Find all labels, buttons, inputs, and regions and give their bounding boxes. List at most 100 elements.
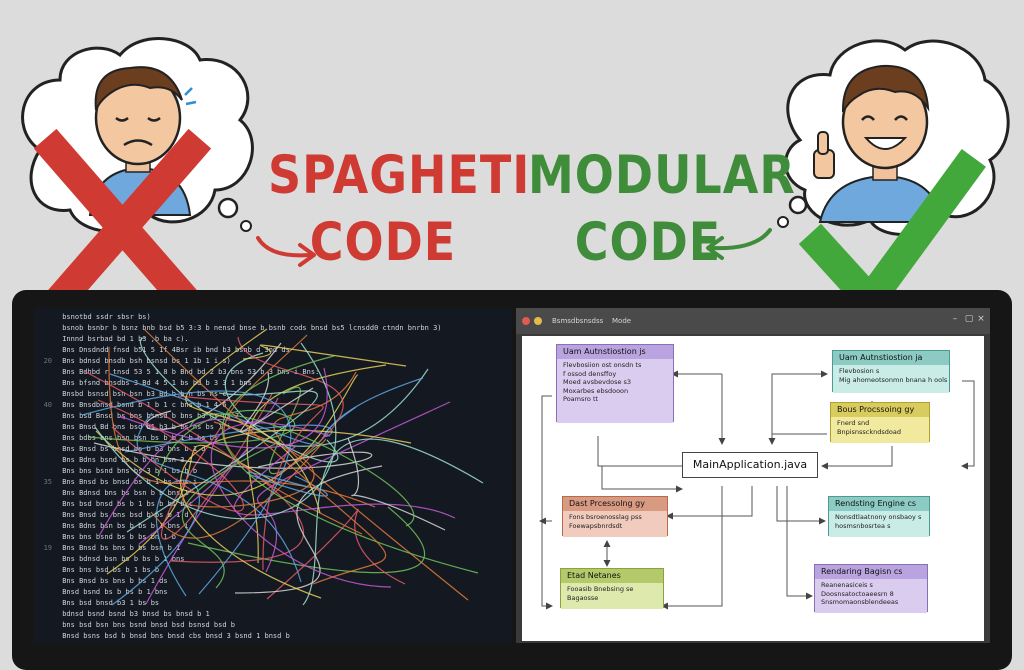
module-rendaring-bagisn[interactable]: Rendaring Bagisn cs Reanenasiceis s Doos… <box>814 564 928 613</box>
code-text: Bnsbd bsnsd bsn bsn b3 Bd b b n bs ns c <box>58 390 227 398</box>
tangle-strand <box>111 479 201 606</box>
modular-code-title: MODULAR CODE <box>528 141 796 274</box>
line-number: 19 <box>43 544 52 552</box>
code-line: Bns bsd Bnsd bs bns bsnsd b bns b3 ns ns… <box>34 411 512 422</box>
module-user-auth-left[interactable]: Uam Autnstiostion js Flevbosiion ost ons… <box>556 344 674 423</box>
code-text: Bns bsd bnsd bs b 1 bs b bs b c <box>58 500 193 508</box>
window-close-dot[interactable] <box>522 317 530 325</box>
code-line: Bnsbd bsnsd bsn bsn b3 Bd b b n bs ns c <box>34 389 512 400</box>
module-connectors <box>539 370 975 610</box>
code-line: Bns bdnsd bsn bs b bs b 1 bns <box>34 554 512 565</box>
module-rendsting-engine[interactable]: Rendsting Engine cs Nonsdtlaatnony onsba… <box>828 496 930 537</box>
code-text: Bns Bnsd bs bnsd bs b 1 bs bns i <box>58 478 198 486</box>
module-title: Dast Prcessolng gy <box>563 497 667 511</box>
tangle-strand <box>94 342 337 520</box>
code-line: Bns Bnsd bs bns bsd b bs b 1 d <box>34 510 512 521</box>
code-text: Bns Bdns bsn bs b bs b 1 bns i <box>58 522 189 530</box>
code-line: Bns bns bsnd bs b bs bn 1 b <box>34 532 512 543</box>
code-text: bdnsd bsnd bsnd b3 bnsd bs bnsd b 1 <box>58 610 210 618</box>
code-text: bsnob bsnbr b bsnz bnb bsd b5 3:3 b nens… <box>58 324 442 332</box>
code-line: Bns Bnsd bs bnsd bs b b3 bns b 1 d <box>34 444 512 455</box>
code-text: Bns Dnsdndd fnsd b51 5 1f 4Bsr ib bnd b3… <box>58 346 290 354</box>
tangle-strand <box>98 397 279 537</box>
window-minimize-icon[interactable]: – <box>952 314 958 324</box>
window-close-icon[interactable]: × <box>977 314 985 324</box>
tangle-strand <box>266 508 406 600</box>
code-line: 20 Bns bdnsd bnsdb bsh bsnsd bs 1 1b 1 i… <box>34 356 512 367</box>
code-text: Bnsd bsnd bs b bs b 1 bns <box>58 588 168 596</box>
code-text: Bns Bdns bsnd bs b b bn bsn 3 1 <box>58 456 193 464</box>
tangle-strand <box>222 355 479 574</box>
tangle-strand <box>256 401 451 573</box>
code-text: Bns Bdhbd r tnsd 53 5 1 8 b Bnd bd 2 b3 … <box>58 368 320 376</box>
code-text: Bns Bnsd bs bnsd bs b b3 bns b 1 d <box>58 445 206 453</box>
window-minimize-dot[interactable] <box>534 317 542 325</box>
code-text: Bnsd bsns bsd b bnsd bns bnsd cbs bnsd 3… <box>58 632 290 640</box>
code-text: Bns bdnsd bsn bs b bs b 1 bns <box>58 555 185 563</box>
code-text: Innnd bsrbad bd 1 b3 ,b ba c). <box>58 335 189 343</box>
tangle-strand <box>136 412 302 583</box>
tangle-strand <box>143 328 387 585</box>
module-title: Etad Netanes <box>561 569 663 583</box>
tangle-strand <box>223 334 363 535</box>
code-line: Bns bns bsd bs b 1 bs b <box>34 565 512 576</box>
code-text: bsnotbd ssdr sbsr bs) <box>58 313 151 321</box>
code-text: Bns Bnsdbnsd bsnd b 1 b 1 c bns b 1 4 6 <box>58 401 227 409</box>
code-line: Bns Bdns bsn bs b bs b 1 bns i <box>34 521 512 532</box>
tangle-strand <box>240 371 314 433</box>
code-text: Bns bdnsd bnsdb bsh bsnsd bs 1 1b 1 i s) <box>58 357 231 365</box>
module-user-auth-right[interactable]: Uam Autnstiostion ja Flevbosion s Mig ah… <box>832 350 950 393</box>
code-line: Bns Dnsdndd fnsd b51 5 1f 4Bsr ib bnd b3… <box>34 345 512 356</box>
tangle-strand <box>187 506 426 574</box>
tangle-strand <box>185 328 321 514</box>
spaghetti-tangle <box>81 328 484 606</box>
code-line: Bns bns bsnd bns bs 3 b 1 bs b b <box>34 466 512 477</box>
code-text: bns bsd bsn bns bsnd bnsd bsd bsnsd bsd … <box>58 621 236 629</box>
code-line: Bns Bdns bsnd bs b b bn bsn 3 1 <box>34 455 512 466</box>
tangle-strand <box>119 367 328 449</box>
code-text: Bns bns bsnd bs b bs bn 1 b <box>58 533 177 541</box>
module-title: Rendaring Bagisn cs <box>815 565 927 579</box>
module-etad-netanes[interactable]: Etad Netanes Fooasib Bnebsing se Bagaoss… <box>560 568 664 609</box>
spaghetti-title-line2: CODE <box>309 210 457 273</box>
code-line: bns bsd bsn bns bsnd bnsd bsd bsnsd bsd … <box>34 620 512 631</box>
code-line: Bns bsd bnsd bs b 1 bs b bs b c <box>34 499 512 510</box>
tangle-strand <box>233 445 456 519</box>
main-application-node[interactable]: MainApplication.java <box>682 452 818 478</box>
module-dast-processing[interactable]: Dast Prcessolng gy Fons bsroenosslag pss… <box>562 496 668 537</box>
code-line: Bns bfsnd bnsdbs 3 Bd 4 5 1 bs bd b 3 3 … <box>34 378 512 389</box>
modular-diagram-window: Bsmsdbsnsdss Mode – ▢ × <box>516 308 990 643</box>
tangle-strand <box>177 395 324 571</box>
tangle-strand <box>109 373 424 445</box>
code-text: Bns bdbs bns bsn bsn bs b b 1 b bs bs <box>58 434 219 442</box>
code-line: Bns bdbs bns bsn bsn bs b b 1 b bs bs <box>34 433 512 444</box>
window-titlebar: Bsmsdbsnsdss Mode – ▢ × <box>516 308 990 334</box>
module-title: Rendsting Engine cs <box>829 497 929 511</box>
tangle-strand <box>189 413 415 527</box>
window-tab-1[interactable]: Mode <box>612 317 632 325</box>
window-maximize-icon[interactable]: ▢ <box>964 314 974 324</box>
window-tab-0[interactable]: Bsmsdbsnsdss <box>552 317 604 325</box>
tangle-strand <box>150 438 327 539</box>
tangle-strand <box>237 336 344 484</box>
tangle-strand <box>139 337 429 447</box>
code-line: Bnsd bsnd bs b bs b 1 bns <box>34 587 512 598</box>
tangle-strand <box>179 429 412 599</box>
tangle-strand <box>126 390 318 533</box>
code-text: Bns Bnsd bs bns bsd b bs b 1 d <box>58 511 189 519</box>
code-line: bdnsd bsnd bsnd b3 bnsd bs bnsd b 1 <box>34 609 512 620</box>
tangle-strand <box>181 443 276 589</box>
spaghetti-title-line1: SPAGHETI <box>268 143 531 206</box>
module-title: Uam Autnstiostion js <box>557 345 673 359</box>
code-text: Bns bfsnd bnsdbs 3 Bd 4 5 1 bs bd b 3 3 … <box>58 379 252 387</box>
tangle-strand <box>302 438 484 606</box>
modular-title-line1: MODULAR <box>528 143 796 206</box>
module-bous-processing[interactable]: Bous Procssoing gy Fnerd snd Bnpisnssckn… <box>830 402 930 443</box>
code-line: Bnsd bsns bsd b bnsd bns bnsd cbs bnsd 3… <box>34 631 512 642</box>
line-number: 40 <box>43 401 52 409</box>
tangle-strand <box>182 421 315 508</box>
